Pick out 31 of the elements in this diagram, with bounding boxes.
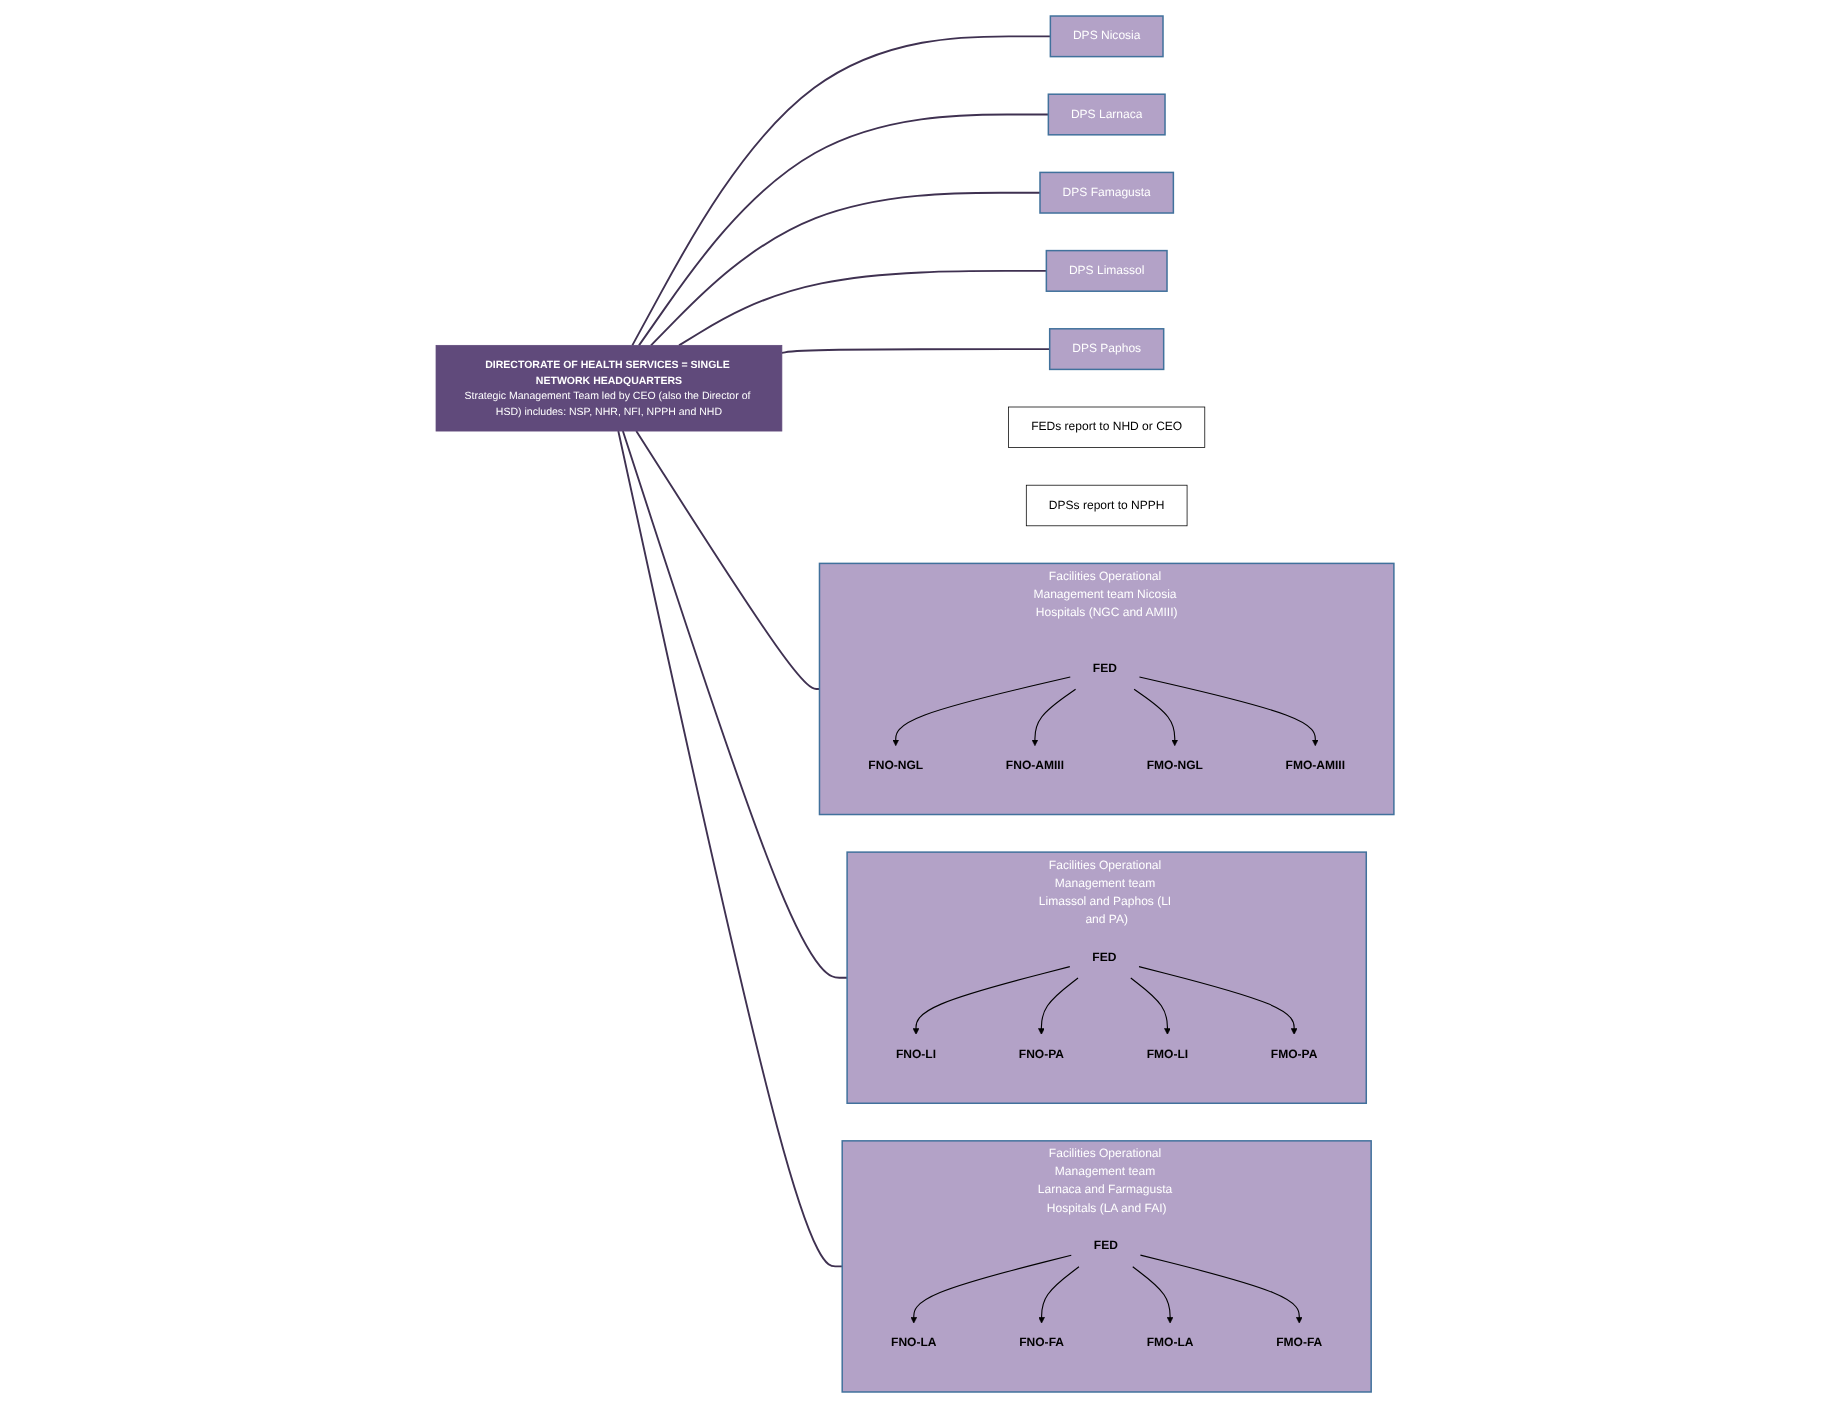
node-box (1047, 93, 1166, 136)
node-box (1039, 171, 1175, 214)
arrow (1138, 676, 1319, 747)
connector (650, 191, 1041, 347)
arrow (1133, 688, 1179, 747)
connector (617, 430, 844, 1268)
arrow (892, 676, 1071, 747)
connector (678, 269, 1048, 347)
arrow (1139, 1254, 1303, 1324)
node-box (1048, 328, 1165, 371)
arrow (1138, 966, 1298, 1035)
arrow (1038, 977, 1079, 1035)
node-box (1045, 249, 1168, 292)
node-box (1025, 484, 1188, 527)
node-box (1049, 15, 1164, 58)
connector (635, 430, 821, 690)
arrow (1031, 688, 1077, 747)
arrow (910, 1254, 1072, 1324)
node-box (435, 344, 783, 432)
cluster (846, 851, 1368, 1104)
connector (638, 113, 1050, 347)
connector (631, 35, 1052, 347)
connector (621, 430, 849, 979)
arrow (1130, 977, 1171, 1035)
connector (780, 348, 1051, 354)
cluster (841, 1140, 1372, 1393)
node-box (1008, 406, 1206, 448)
arrow (1132, 1266, 1174, 1324)
arrow (912, 966, 1071, 1035)
cluster (818, 562, 1395, 816)
arrow (1038, 1266, 1080, 1324)
